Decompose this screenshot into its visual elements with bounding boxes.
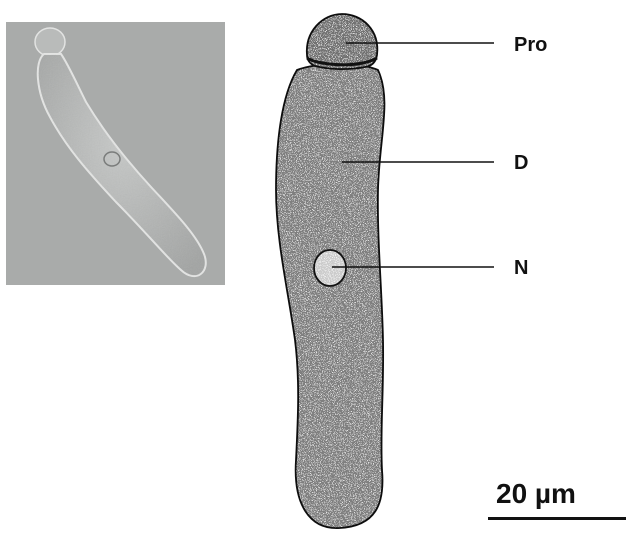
label-protomerite: Pro <box>514 35 547 55</box>
deutomerite-body <box>270 60 400 535</box>
label-nucleus: N <box>514 258 528 278</box>
protomerite <box>307 14 377 69</box>
nucleus <box>314 250 346 286</box>
scale-bar <box>488 517 626 520</box>
label-deutomerite: D <box>514 153 528 173</box>
scale-bar-label: 20 µm <box>496 480 576 508</box>
